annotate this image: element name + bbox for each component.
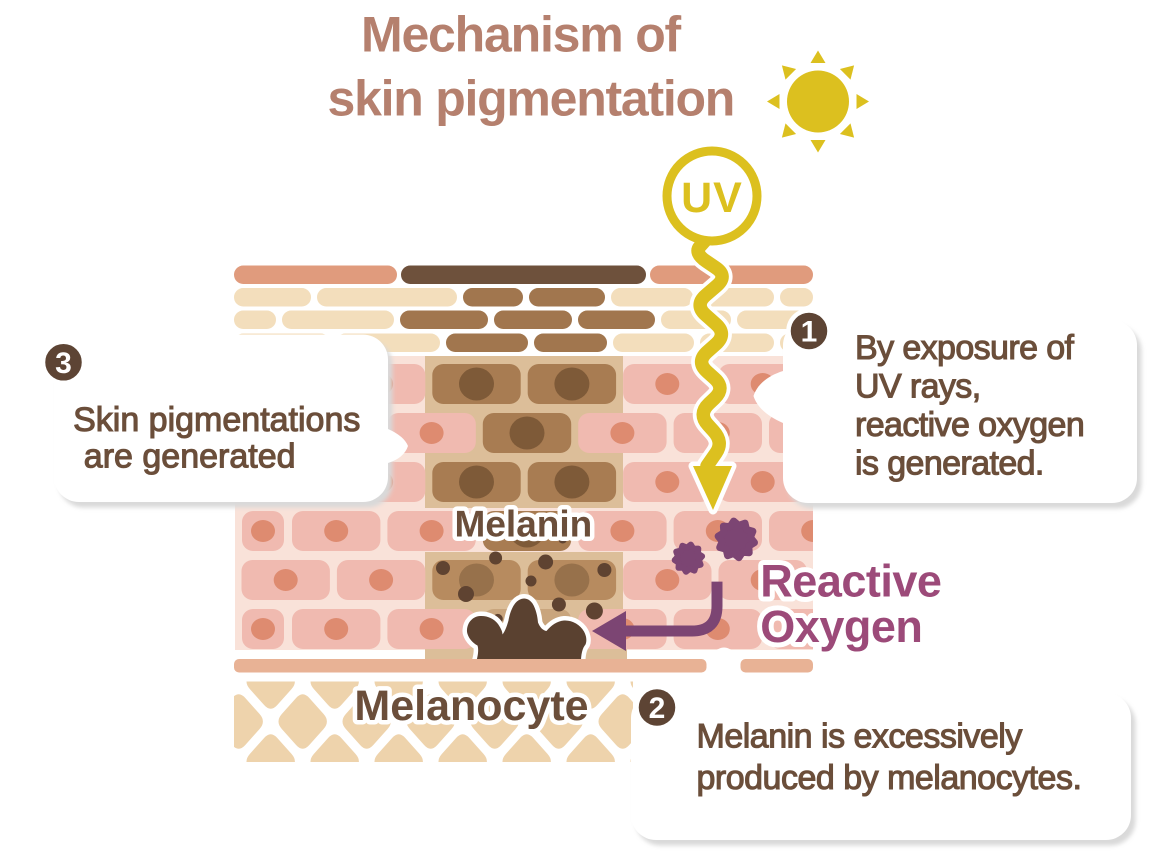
svg-text:Mechanism of: Mechanism of	[361, 6, 682, 62]
svg-text:3: 3	[55, 347, 72, 380]
svg-text:Skin pigmentations: Skin pigmentations	[73, 401, 360, 439]
svg-text:Melanin: Melanin	[455, 503, 593, 544]
svg-text:skin pigmentation: skin pigmentation	[328, 70, 735, 126]
svg-text:produced by melanocytes.: produced by melanocytes.	[697, 759, 1082, 797]
svg-text:1: 1	[801, 316, 818, 349]
svg-text:UV rays,: UV rays,	[855, 368, 981, 406]
svg-text:Melanocyte: Melanocyte	[354, 682, 588, 730]
svg-text:is generated.: is generated.	[855, 445, 1044, 483]
svg-text:Reactive: Reactive	[760, 556, 941, 607]
svg-text:Oxygen: Oxygen	[760, 601, 922, 652]
svg-text:are generated: are generated	[84, 437, 296, 475]
svg-text:2: 2	[649, 692, 666, 725]
svg-text:Melanin is excessively: Melanin is excessively	[697, 717, 1023, 755]
svg-text:reactive oxygen: reactive oxygen	[855, 406, 1084, 444]
svg-text:UV: UV	[681, 174, 743, 222]
svg-text:By exposure of: By exposure of	[855, 329, 1075, 367]
